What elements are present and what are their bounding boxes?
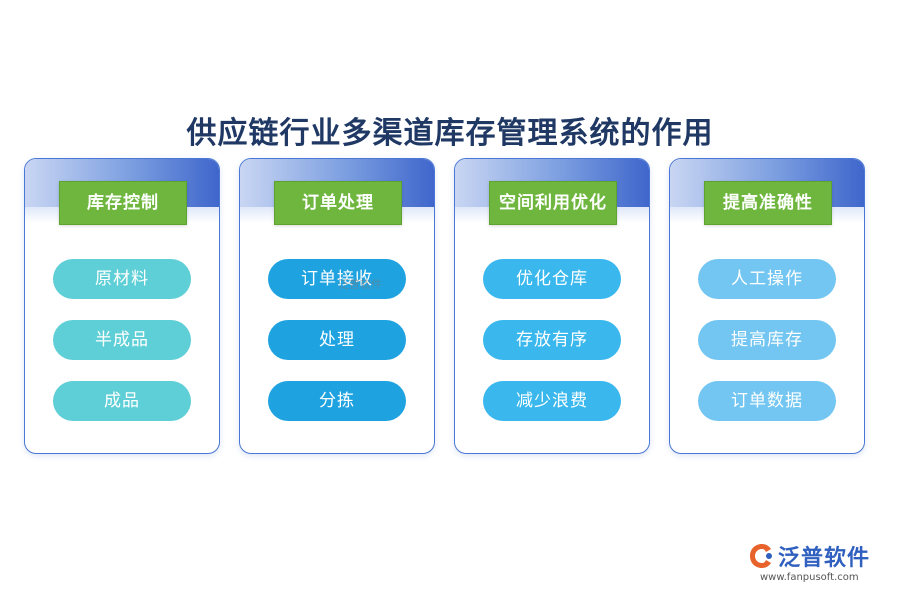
card-item: 分拣 — [268, 381, 406, 421]
card-label: 提高准确性 — [704, 181, 832, 225]
card-space-optimization: 空间利用优化 优化仓库 存放有序 减少浪费 — [454, 158, 650, 454]
card-label: 订单处理 — [274, 181, 402, 225]
card-order-processing: 订单处理 订单接收 处理 分拣 — [239, 158, 435, 454]
card-item: 优化仓库 — [483, 259, 621, 299]
diagram-title: 供应链行业多渠道库存管理系统的作用 — [186, 116, 714, 151]
card-item: 人工操作 — [698, 259, 836, 299]
card-item: 成品 — [53, 381, 191, 421]
card-item: 处理 — [268, 320, 406, 360]
card-item: 半成品 — [53, 320, 191, 360]
card-label: 库存控制 — [59, 181, 187, 225]
card-item: 订单接收 — [268, 259, 406, 299]
brand-logo: 泛普软件 www.fanpusoft.com — [748, 540, 888, 590]
logo-name: 泛普软件 — [778, 546, 871, 571]
card-item: 原材料 — [53, 259, 191, 299]
logo-url: www.fanpusoft.com — [760, 572, 859, 583]
card-inventory-control: 库存控制 原材料 半成品 成品 — [24, 158, 220, 454]
fanpu-logo-icon — [750, 544, 772, 568]
card-accuracy: 提高准确性 人工操作 提高库存 订单数据 — [669, 158, 865, 454]
card-item: 减少浪费 — [483, 381, 621, 421]
card-item: 提高库存 — [698, 320, 836, 360]
card-item: 订单数据 — [698, 381, 836, 421]
card-item: 存放有序 — [483, 320, 621, 360]
card-label: 空间利用优化 — [489, 181, 617, 225]
watermark-text: 泛普软件 — [338, 278, 382, 291]
